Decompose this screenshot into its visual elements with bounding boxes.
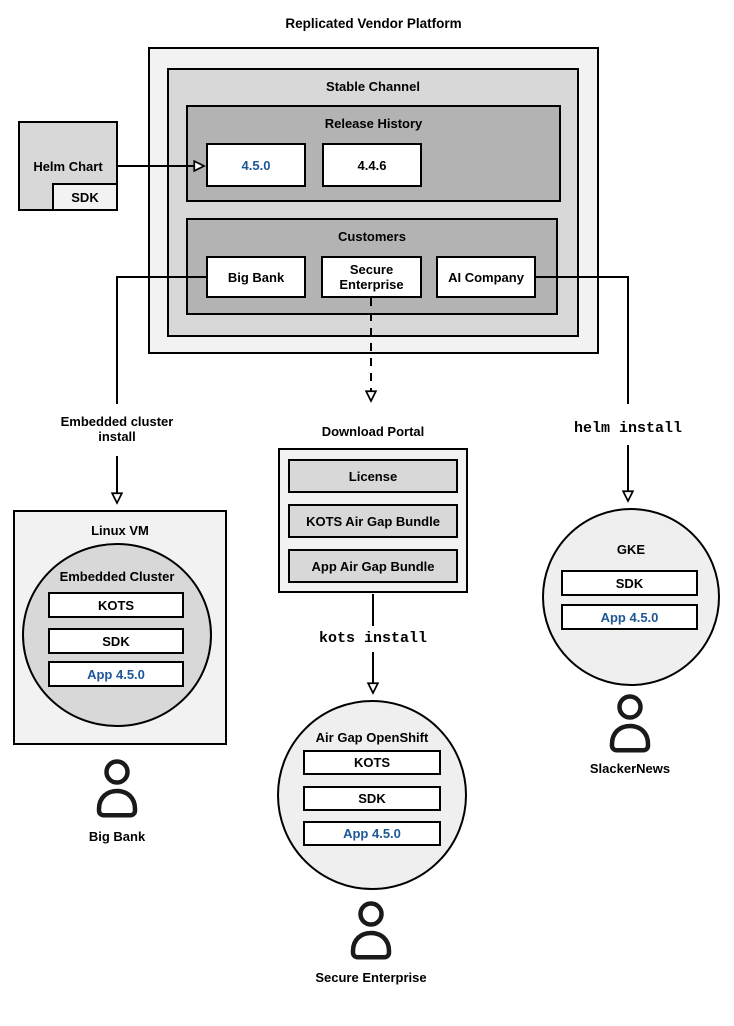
air-gap-openshift-label: Air Gap OpenShift xyxy=(315,730,429,745)
secure-enterprise-user-icon xyxy=(350,901,392,960)
openshift-kots-box: KOTS xyxy=(303,750,441,775)
release-history-label: Release History xyxy=(324,116,423,131)
kots-air-gap-bundle-box: KOTS Air Gap Bundle xyxy=(288,504,458,538)
kots-install-label: kots install xyxy=(318,630,428,647)
big-bank-user-icon xyxy=(96,759,138,818)
app-air-gap-bundle-box: App Air Gap Bundle xyxy=(288,549,458,583)
helm-chart-sdk-box: SDK xyxy=(52,183,118,211)
slackernews-user-label: SlackerNews xyxy=(589,761,671,776)
linux-vm-label: Linux VM xyxy=(91,523,149,538)
platform-title: Replicated Vendor Platform xyxy=(285,16,462,31)
slackernews-user-icon xyxy=(609,694,651,753)
embedded-cluster-app-box: App 4.5.0 xyxy=(48,661,184,687)
release-box-4-4-6: 4.4.6 xyxy=(322,143,422,187)
release-box-4-5-0: 4.5.0 xyxy=(206,143,306,187)
platform-box: Stable Channel Release History 4.5.0 4.4… xyxy=(148,47,599,354)
linux-vm-box: Linux VM Embedded Cluster KOTS SDK App 4… xyxy=(13,510,227,745)
download-portal-box: License KOTS Air Gap Bundle App Air Gap … xyxy=(278,448,468,593)
customer-secure-enterprise: Secure Enterprise xyxy=(321,256,422,298)
openshift-app-box: App 4.5.0 xyxy=(303,821,441,846)
customers-box: Customers Big Bank Secure Enterprise AI … xyxy=(186,218,558,315)
gke-label: GKE xyxy=(616,542,646,557)
gke-sdk-box: SDK xyxy=(561,570,698,596)
air-gap-openshift-circle: Air Gap OpenShift KOTS SDK App 4.5.0 xyxy=(277,700,467,890)
gke-circle: GKE SDK App 4.5.0 xyxy=(542,508,720,686)
big-bank-user-label: Big Bank xyxy=(88,829,146,844)
helm-chart-box: Helm Chart SDK xyxy=(18,121,118,211)
release-history-box: Release History 4.5.0 4.4.6 xyxy=(186,105,561,202)
embedded-cluster-install-label: Embedded cluster install xyxy=(60,414,174,444)
embedded-cluster-label: Embedded Cluster xyxy=(59,569,175,584)
stable-channel-box: Stable Channel Release History 4.5.0 4.4… xyxy=(167,68,579,337)
license-box: License xyxy=(288,459,458,493)
secure-enterprise-user-label: Secure Enterprise xyxy=(315,970,427,985)
customer-big-bank: Big Bank xyxy=(206,256,306,298)
gke-app-box: App 4.5.0 xyxy=(561,604,698,630)
stable-channel-label: Stable Channel xyxy=(326,79,420,94)
openshift-sdk-box: SDK xyxy=(303,786,441,811)
download-portal-label: Download Portal xyxy=(321,424,425,439)
helm-chart-label: Helm Chart xyxy=(33,159,103,174)
embedded-cluster-sdk-box: SDK xyxy=(48,628,184,654)
embedded-cluster-kots-box: KOTS xyxy=(48,592,184,618)
customer-ai-company: AI Company xyxy=(436,256,536,298)
customers-label: Customers xyxy=(338,229,406,244)
helm-install-label: helm install xyxy=(573,420,683,437)
embedded-cluster-circle: Embedded Cluster KOTS SDK App 4.5.0 xyxy=(22,543,212,727)
